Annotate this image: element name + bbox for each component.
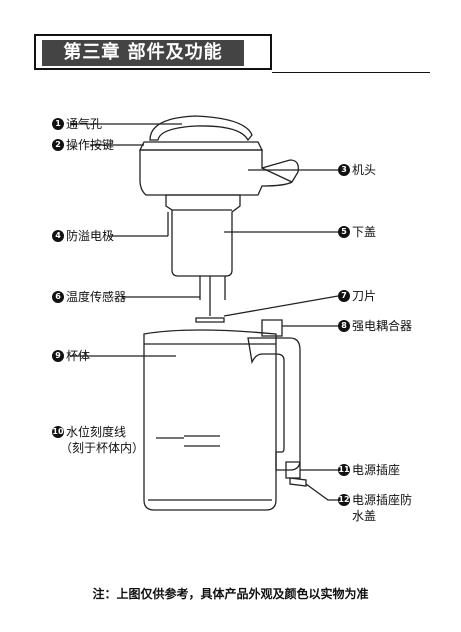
cup-body bbox=[143, 329, 277, 511]
part-label-text: 机头 bbox=[352, 163, 377, 177]
part-label-text: 电源插座 bbox=[352, 463, 401, 477]
part-label-text: 防溢电极 bbox=[66, 229, 115, 243]
part-number-badge: 8 bbox=[338, 320, 350, 332]
part-label-vent: 1 通气孔 bbox=[52, 116, 102, 132]
part-label-text: 水位刻度线 bbox=[66, 425, 127, 439]
part-label-cup-body: 9 杯体 bbox=[52, 348, 90, 364]
part-label-text: 杯体 bbox=[66, 349, 91, 363]
part-label-text: 下盖 bbox=[352, 225, 377, 239]
power-coupler bbox=[261, 319, 283, 337]
part-label-socket-waterproof-cover-cont: 水盖 bbox=[352, 509, 377, 523]
part-label-water-level-line-note: （刻于杯体内） bbox=[60, 441, 145, 455]
part-label-operation-keys: 2 操作按键 bbox=[52, 137, 114, 153]
part-label-anti-overflow-electrode: 4 防溢电极 bbox=[52, 228, 114, 244]
footnote: 注：上图仅供参考，具体产品外观及颜色以实物为准 bbox=[92, 587, 369, 601]
part-label-lower-lid: 5 下盖 bbox=[338, 224, 376, 240]
part-label-text: 强电耦合器 bbox=[352, 319, 413, 333]
chapter-title: 第三章 部件及功能 bbox=[63, 42, 223, 63]
header-rule bbox=[272, 72, 430, 73]
part-label-text: 温度传感器 bbox=[66, 290, 127, 304]
part-label-water-level-line: 10 水位刻度线 bbox=[52, 424, 126, 440]
part-number-badge: 3 bbox=[338, 164, 350, 176]
part-number-badge: 2 bbox=[52, 139, 64, 151]
top-handle bbox=[149, 115, 253, 142]
part-number-badge: 12 bbox=[338, 494, 350, 506]
part-label-blade: 7 刀片 bbox=[338, 288, 376, 304]
lower-lid bbox=[165, 194, 241, 277]
chapter-header: 第三章 部件及功能 bbox=[34, 34, 272, 70]
part-number-badge: 6 bbox=[52, 291, 64, 303]
blade bbox=[195, 317, 225, 323]
part-label-power-socket: 11 电源插座 bbox=[338, 462, 400, 478]
part-number-badge: 5 bbox=[338, 226, 350, 238]
head-body bbox=[139, 149, 299, 196]
part-label-socket-waterproof-cover: 12 电源插座防 bbox=[338, 492, 412, 508]
part-label-power-coupler: 8 强电耦合器 bbox=[338, 318, 412, 334]
part-label-head: 3 机头 bbox=[338, 162, 376, 178]
socket-waterproof-cover bbox=[289, 477, 307, 487]
part-label-temperature-sensor: 6 温度传感器 bbox=[52, 289, 126, 305]
part-label-text: 通气孔 bbox=[66, 117, 103, 131]
part-label-text: 操作按键 bbox=[66, 138, 115, 152]
power-socket bbox=[285, 461, 301, 479]
part-number-badge: 1 bbox=[52, 118, 64, 130]
part-label-text: 电源插座防 bbox=[352, 493, 413, 507]
cup-handle bbox=[247, 337, 301, 471]
part-number-badge: 7 bbox=[338, 290, 350, 302]
chapter-title-background: 第三章 部件及功能 bbox=[42, 40, 244, 66]
part-number-badge: 11 bbox=[338, 464, 350, 476]
part-number-badge: 4 bbox=[52, 230, 64, 242]
head-rim bbox=[138, 141, 264, 151]
part-number-badge: 10 bbox=[52, 426, 64, 438]
part-number-badge: 9 bbox=[52, 350, 64, 362]
part-label-text: 刀片 bbox=[352, 289, 377, 303]
